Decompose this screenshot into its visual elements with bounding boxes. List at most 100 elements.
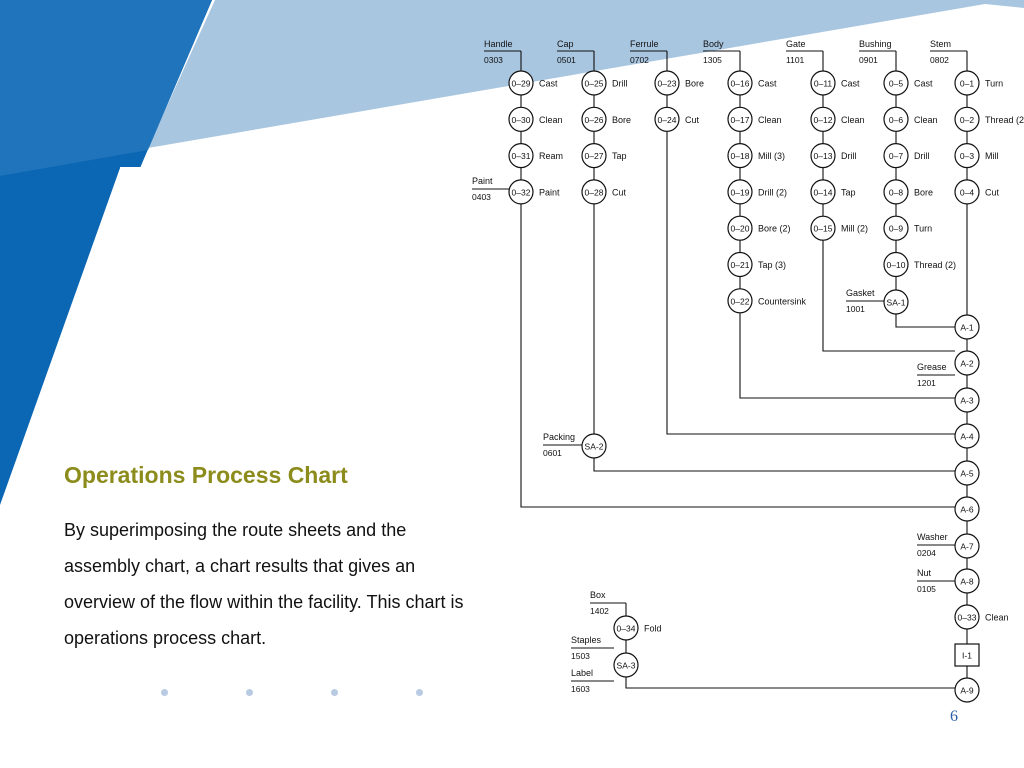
slide-body-text: By superimposing the route sheets and th… [64,520,464,648]
nav-dot-3 [331,689,338,696]
operation-0–3-label: 0–3 [960,151,974,161]
operation-0–28-label: 0–28 [585,187,604,197]
operation-0–20-label: 0–20 [731,224,750,234]
operation-name: Thread (2) [914,260,956,270]
operation-name: Cast [758,79,777,89]
operation-name: Cast [841,79,860,89]
operation-0–13-label: 0–13 [814,151,833,161]
assembly-A-8-label: A-8 [960,577,974,587]
white-notch-tail [120,167,146,217]
operation-0–21-label: 0–21 [731,260,750,270]
operation-name: Cast [914,79,933,89]
assembly-A-3-label: A-3 [960,396,974,406]
operation-name: Clean [985,613,1009,623]
part-code: 0303 [484,55,503,65]
operation-name: Clean [914,115,938,125]
flow-line [520,203,955,508]
nav-dot-2 [246,689,253,696]
assembly-A-1-label: A-1 [960,323,974,333]
operation-name: Mill (3) [758,151,785,161]
part-name: Gate [786,39,806,49]
operation-0–18-label: 0–18 [731,151,750,161]
operation-name: Bore [685,79,704,89]
operation-0–29-label: 0–29 [512,79,531,89]
operation-name: Cut [685,115,700,125]
material-code: 1001 [846,304,865,314]
operation-0–1-label: 0–1 [960,79,974,89]
operation-0–2-label: 0–2 [960,115,974,125]
operation-0–16-label: 0–16 [731,79,750,89]
material-name: Washer [917,532,948,542]
assembly-A-4-label: A-4 [960,432,974,442]
operation-name: Turn [914,224,932,234]
operation-0–27-label: 0–27 [585,151,604,161]
operation-0–6-label: 0–6 [889,115,903,125]
assembly-A-5-label: A-5 [960,469,974,479]
operation-name: Tap [612,151,627,161]
part-name: Cap [557,39,574,49]
assembly-A-9 [954,677,980,703]
part-name: Handle [484,39,513,49]
operation-0–23-label: 0–23 [658,79,677,89]
assembly-A-9-label: A-9 [960,686,974,696]
operation-name: Clean [841,115,865,125]
operation-0–25-label: 0–25 [585,79,604,89]
assembly-A-2-label: A-2 [960,359,974,369]
part-code: 0901 [859,55,878,65]
operation-0–15-label: 0–15 [814,224,833,234]
operation-name: Mill [985,151,999,161]
operation-name: Ream [539,151,563,161]
operation-name: Mill (2) [841,224,868,234]
flow-line [593,458,955,472]
operation-0–9-label: 0–9 [889,224,903,234]
page-number: 6 [950,708,958,725]
operation-0–10-label: 0–10 [887,260,906,270]
operation-name: Drill (2) [758,187,787,197]
part-code: 1101 [786,55,805,65]
part-code: 1305 [703,55,722,65]
operation-name: Cut [985,187,1000,197]
slide-title: Operations Process Chart [64,462,348,488]
operation-0–26-label: 0–26 [585,115,604,125]
operation-name: Turn [985,79,1003,89]
part-code: 0702 [630,55,649,65]
operation-0–32-label: 0–32 [512,187,531,197]
assembly-A-7-label: A-7 [960,542,974,552]
operation-name: Drill [914,151,930,161]
flow-line [625,677,955,689]
flow-line [739,312,955,399]
flow-line [666,131,955,435]
material-name: Packing [543,432,575,442]
part-name: Bushing [859,39,892,49]
operation-0–11-label: 0–11 [814,79,833,89]
nav-dot-4 [416,689,423,696]
material-name: Grease [917,362,947,372]
operation-0–24-label: 0–24 [658,115,677,125]
operation-name: Clean [758,115,782,125]
material-code: 1603 [571,684,590,694]
material-code: 0105 [917,584,936,594]
flow-line [895,314,955,328]
operation-name: Thread (2 [985,115,1024,125]
operation-name: Cast [539,79,558,89]
operation-0–33-label: 0–33 [958,613,977,623]
operation-0–17-label: 0–17 [731,115,750,125]
operation-0–12-label: 0–12 [814,115,833,125]
material-code: 0403 [472,192,491,202]
operation-name: Bore [612,115,631,125]
part-code: 0802 [930,55,949,65]
operation-0–22-label: 0–22 [731,296,750,306]
material-code: 1402 [590,606,609,616]
light-blue-band [148,0,1024,148]
operation-0–7-label: 0–7 [889,151,903,161]
part-code: 0501 [557,55,576,65]
operation-0–4-label: 0–4 [960,187,974,197]
operation-name: Fold [644,624,662,634]
operation-0–14-label: 0–14 [814,187,833,197]
operation-name: Paint [539,187,560,197]
operation-0–30-label: 0–30 [512,115,531,125]
operation-name: Bore [914,187,933,197]
inspection-I-1-label: I-1 [962,651,972,661]
material-name: Box [590,590,606,600]
